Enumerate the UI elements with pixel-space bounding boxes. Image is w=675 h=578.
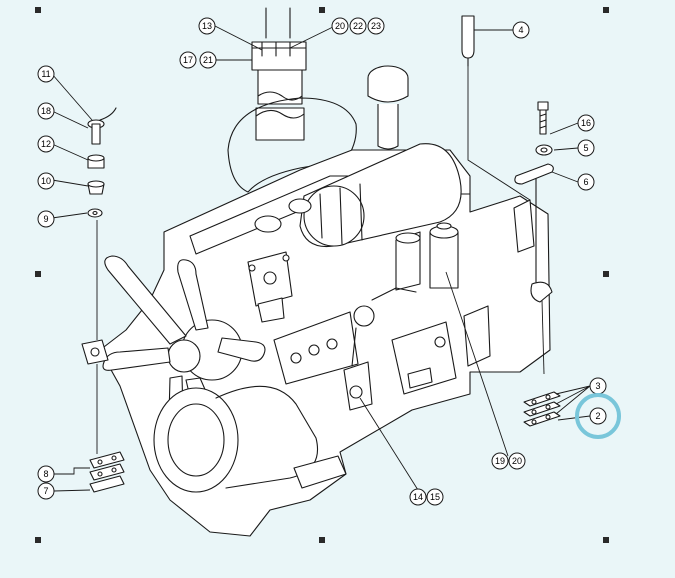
collar-part-10-top bbox=[87, 180, 105, 188]
oil-filler bbox=[367, 65, 409, 150]
callout-20-upper[interactable]: 20 bbox=[331, 17, 349, 35]
selection-handles[interactable] bbox=[35, 7, 609, 543]
callout-16-label: 16 bbox=[581, 118, 591, 128]
callout-3[interactable]: 3 bbox=[589, 377, 607, 395]
callout-10[interactable]: 10 bbox=[37, 172, 55, 190]
callout-12-label: 12 bbox=[41, 139, 51, 149]
dipstick-part-4 bbox=[461, 15, 475, 67]
nut-part-12-top bbox=[87, 154, 105, 162]
bolt-part-11-18 bbox=[87, 107, 117, 145]
callout-13-label: 13 bbox=[202, 21, 212, 31]
callout-21-label: 21 bbox=[203, 55, 213, 65]
highlight-ring bbox=[575, 393, 621, 439]
thermostat-housing bbox=[247, 198, 312, 323]
callout-4-label: 4 bbox=[518, 25, 523, 35]
washer-part-5-hole bbox=[540, 147, 548, 153]
callout-20-lower[interactable]: 20 bbox=[508, 452, 526, 470]
starter-bracket bbox=[343, 287, 417, 411]
handle-middle-right[interactable] bbox=[603, 271, 609, 277]
callout-11-label: 11 bbox=[41, 69, 50, 79]
callout-7-label: 7 bbox=[43, 486, 48, 496]
manifold-outline bbox=[227, 97, 357, 193]
callout-20-lower-label: 20 bbox=[512, 456, 522, 466]
callout-15[interactable]: 15 bbox=[426, 488, 444, 506]
callout-10-label: 10 bbox=[41, 176, 51, 186]
callout-16[interactable]: 16 bbox=[577, 114, 595, 132]
handle-top-center[interactable] bbox=[319, 7, 325, 13]
injection-pump bbox=[273, 305, 491, 395]
bracket-part-6 bbox=[514, 163, 554, 185]
callout-2-label: 2 bbox=[595, 411, 600, 421]
callout-8-label: 8 bbox=[43, 469, 48, 479]
callout-5-label: 5 bbox=[583, 143, 588, 153]
front-mount-bracket bbox=[81, 339, 109, 365]
callout-12[interactable]: 12 bbox=[37, 135, 55, 153]
shims-part-7-8 bbox=[89, 451, 125, 493]
callout-19[interactable]: 19 bbox=[491, 452, 509, 470]
fuel-filters bbox=[395, 222, 459, 291]
callout-8[interactable]: 8 bbox=[37, 465, 55, 483]
callout-19-label: 19 bbox=[495, 456, 505, 466]
callout-9[interactable]: 9 bbox=[37, 210, 55, 228]
callout-13[interactable]: 13 bbox=[198, 17, 216, 35]
callout-22[interactable]: 22 bbox=[349, 17, 367, 35]
handle-middle-left[interactable] bbox=[35, 271, 41, 277]
callout-20-upper-label: 20 bbox=[335, 21, 345, 31]
handle-bottom-left[interactable] bbox=[35, 537, 41, 543]
callout-14-label: 14 bbox=[413, 492, 423, 502]
callout-17-label: 17 bbox=[183, 55, 193, 65]
callout-18-label: 18 bbox=[41, 106, 51, 116]
handle-top-right[interactable] bbox=[603, 7, 609, 13]
washer-part-9-hole bbox=[92, 210, 98, 216]
callout-2[interactable]: 2 bbox=[589, 407, 607, 425]
crank-pulley bbox=[153, 385, 347, 493]
callout-6[interactable]: 6 bbox=[577, 173, 595, 191]
handle-bottom-center[interactable] bbox=[319, 537, 325, 543]
callout-18[interactable]: 18 bbox=[37, 102, 55, 120]
callout-23[interactable]: 23 bbox=[367, 17, 385, 35]
callout-5[interactable]: 5 bbox=[577, 139, 595, 157]
callout-3-label: 3 bbox=[595, 381, 600, 391]
callout-14[interactable]: 14 bbox=[409, 488, 427, 506]
bolt-part-16 bbox=[537, 101, 549, 135]
rear-mount-bracket bbox=[513, 169, 553, 303]
leader-lines bbox=[51, 25, 591, 492]
callout-22-label: 22 bbox=[353, 21, 363, 31]
engine-drawing bbox=[81, 7, 553, 537]
callout-4[interactable]: 4 bbox=[512, 21, 530, 39]
callout-17[interactable]: 17 bbox=[179, 51, 197, 69]
callout-6-label: 6 bbox=[583, 177, 588, 187]
callout-9-label: 9 bbox=[43, 214, 48, 224]
handle-top-left[interactable] bbox=[35, 7, 41, 13]
callout-15-label: 15 bbox=[430, 492, 440, 502]
handle-bottom-right[interactable] bbox=[603, 537, 609, 543]
callout-7[interactable]: 7 bbox=[37, 482, 55, 500]
callout-11[interactable]: 11 bbox=[37, 65, 55, 83]
shims-part-3 bbox=[523, 391, 561, 427]
callouts: 2 3 4 5 6 7 8 9 10 11 12 13 14 15 16 17 … bbox=[37, 17, 607, 506]
air-cleaner bbox=[299, 143, 462, 248]
callout-23-label: 23 bbox=[371, 21, 381, 31]
exhaust-pipe bbox=[251, 7, 307, 141]
callout-21[interactable]: 21 bbox=[199, 51, 217, 69]
